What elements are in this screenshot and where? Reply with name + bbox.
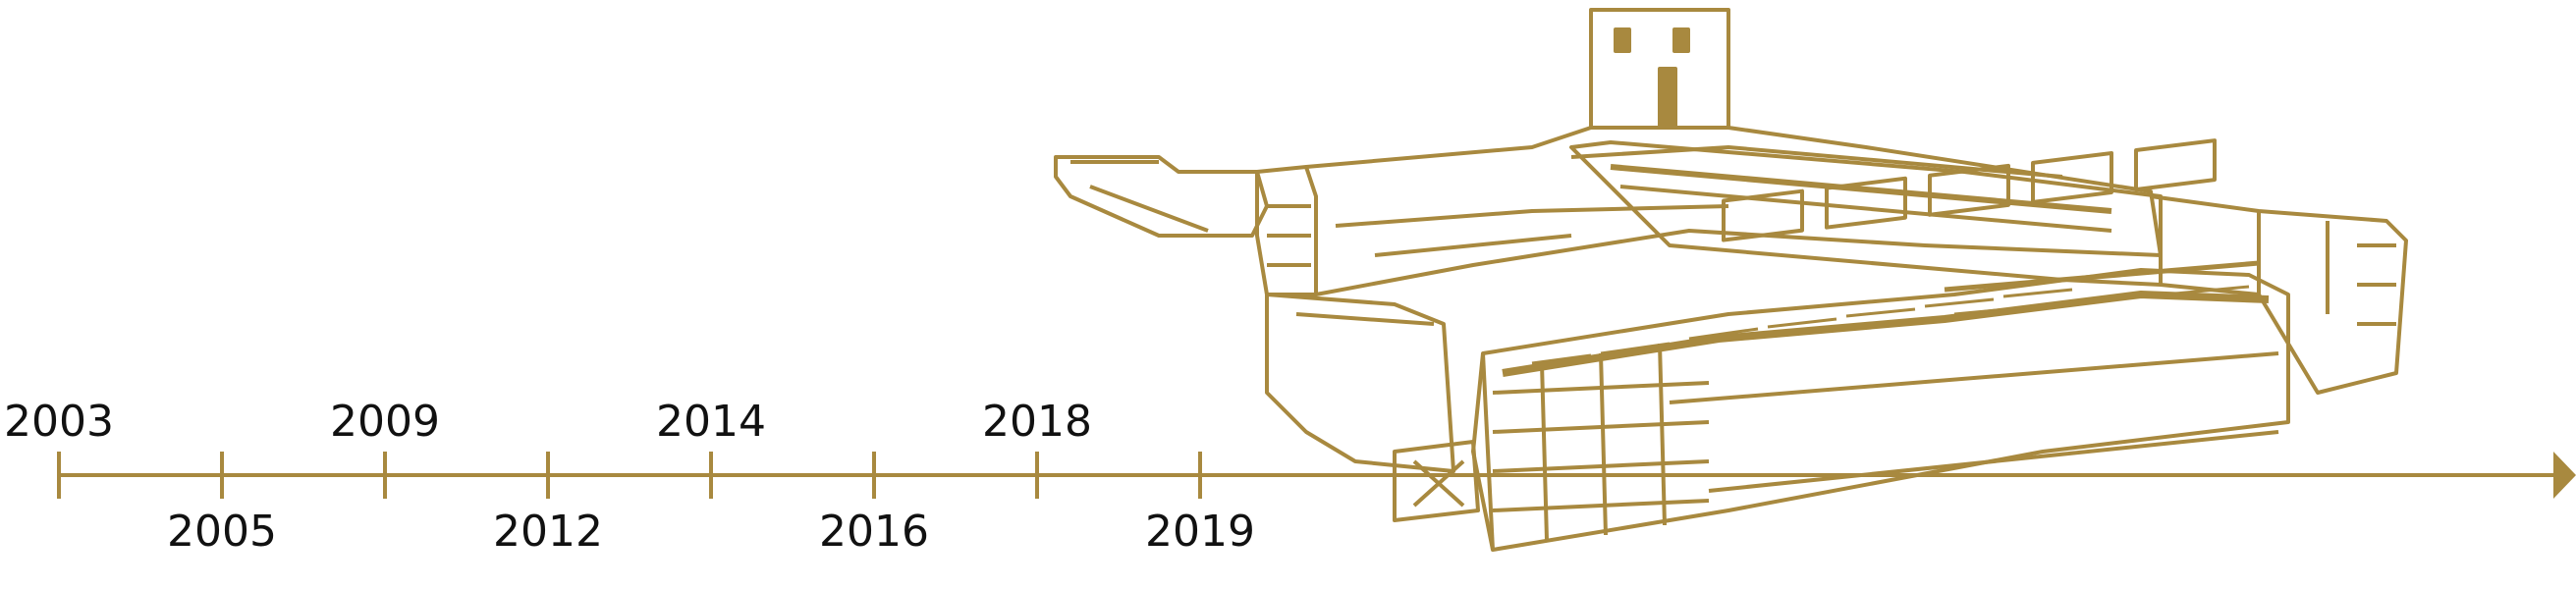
year-label-2019: 2019: [1145, 507, 1255, 557]
year-label-2012: 2012: [493, 507, 603, 557]
timeline-ticks: [57, 452, 1202, 499]
year-label-2005: 2005: [167, 507, 277, 557]
year-label-2003: 2003: [4, 397, 114, 447]
year-label-2009: 2009: [330, 397, 440, 447]
timeline-arrowhead-icon: [2553, 452, 2576, 499]
year-label-2016: 2016: [819, 507, 929, 557]
year-label-2018: 2018: [982, 397, 1092, 447]
year-label-2014: 2014: [656, 397, 766, 447]
timeline-year-labels: 2003 2005 2009 2012 2014 2016 2018 2019: [4, 397, 1255, 557]
factory-building-illustration: [1054, 8, 2408, 552]
